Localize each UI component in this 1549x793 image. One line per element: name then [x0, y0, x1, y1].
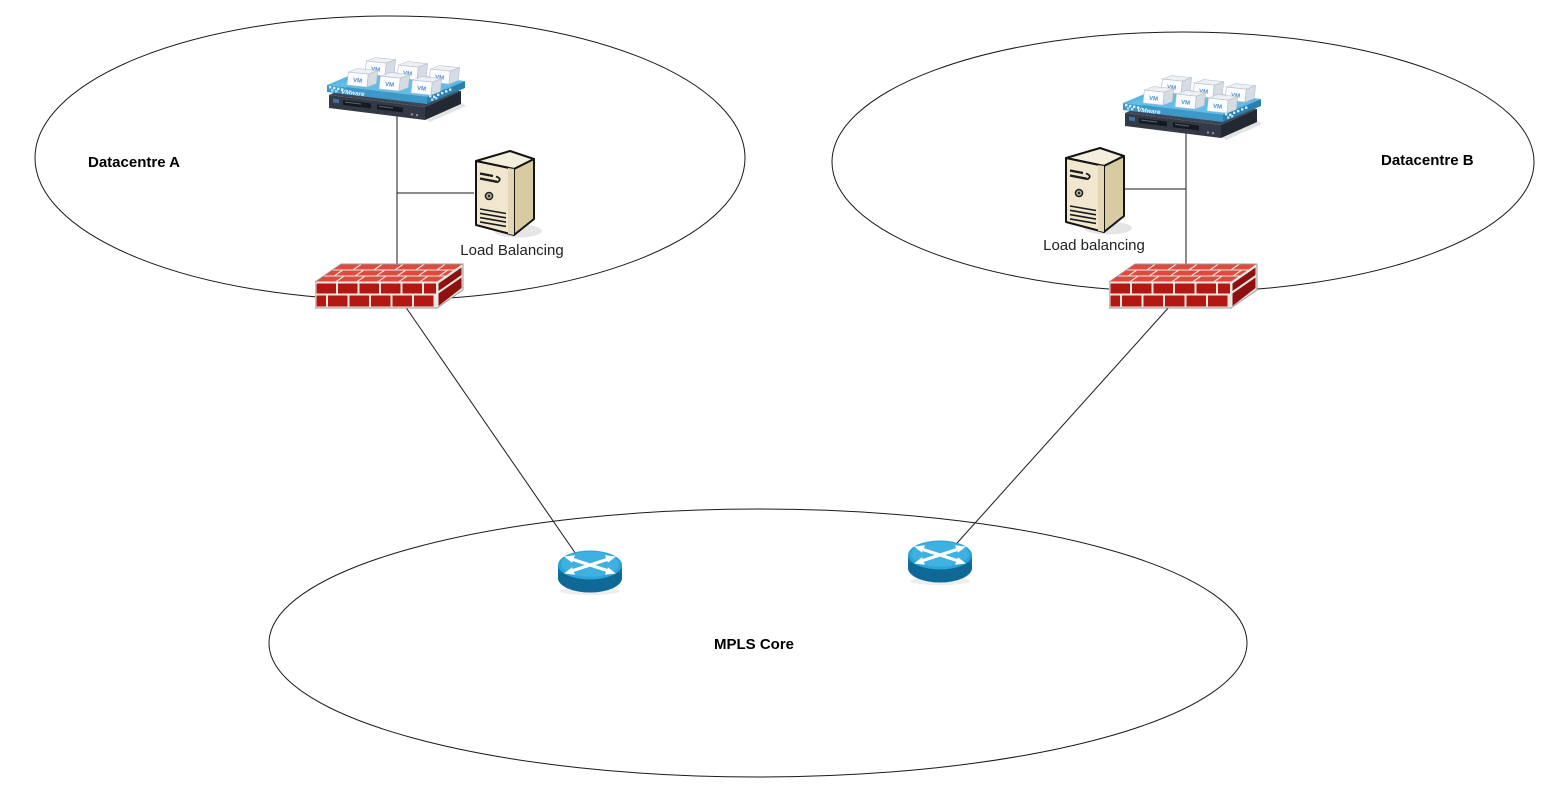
firewall-a-icon — [315, 262, 475, 310]
esx-host-a-icon — [325, 42, 466, 124]
load-balancing-b-label: Load balancing — [1043, 237, 1145, 254]
router-1-icon — [556, 547, 624, 597]
mpls-core-boundary — [268, 508, 1248, 778]
router-2-icon — [906, 537, 974, 587]
datacentre-b-label: Datacentre B — [1381, 152, 1474, 169]
load-balancer-b-icon — [1056, 144, 1134, 236]
load-balancer-a-icon — [466, 147, 544, 239]
mpls-core-label: MPLS Core — [713, 636, 794, 653]
esx-host-b-icon — [1121, 60, 1262, 142]
datacentre-a-label: Datacentre A — [88, 154, 180, 171]
load-balancing-a-label: Load Balancing — [460, 242, 564, 259]
edge-firewall-b-router-2 — [948, 305, 1171, 553]
firewall-b-icon — [1109, 262, 1269, 310]
edge-firewall-a-router-1 — [404, 305, 581, 561]
